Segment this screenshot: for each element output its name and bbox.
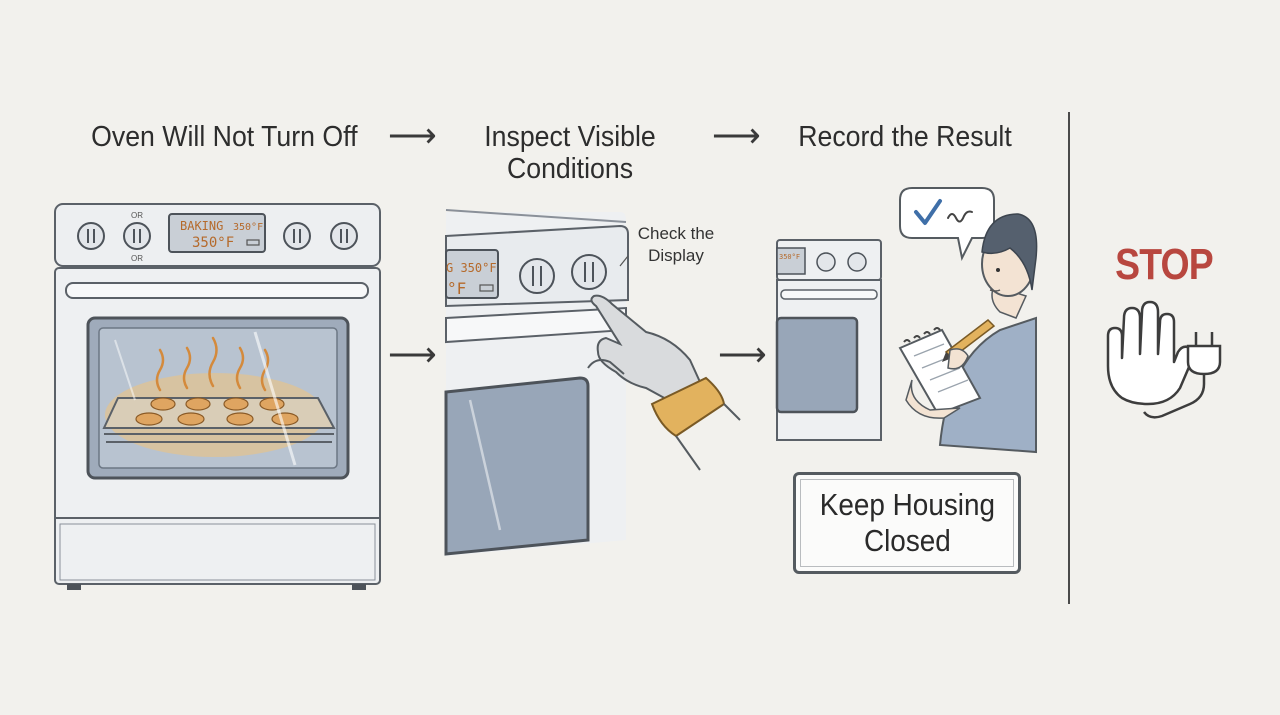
closeup-display-line1: G 350°F [446,261,497,275]
knob-label-top: OR [131,211,143,220]
knob-label-bottom: OR [131,254,143,263]
sign-line1: Keep Housing [819,487,995,522]
step-1-title: Oven Will Not Turn Off [91,121,358,153]
knob-icon [847,252,867,272]
oven-door-handle [65,282,369,299]
knob-icon [123,222,151,250]
callout-line2: Display [648,246,704,265]
knob-icon [816,252,836,272]
checkmark-icon [914,199,942,225]
section-divider [1068,112,1070,604]
knob-icon [519,258,555,294]
step-2-title-line1: Inspect Visible [484,121,656,153]
display-baking-temp: 350°F [233,222,263,233]
knob-icon [571,254,607,290]
knob-icon [77,222,105,250]
flow-arrow-3: ⟶ [388,336,437,374]
callout-line1: Check the [637,224,715,243]
closeup-knobs [519,254,607,294]
stop-label: STOP [1115,240,1214,289]
knob-icon [283,222,311,250]
closeup-display: G 350°F °F [445,249,499,299]
closeup-display-line2: °F [447,279,466,298]
heat-waves-icon [155,336,270,392]
knob-icon [330,222,358,250]
mini-oven-window [775,316,859,414]
stop-hand-icon [1106,300,1195,406]
flow-arrow-1: ⟶ [388,117,437,155]
step-3-title: Record the Result [798,121,1012,153]
mini-oven-display: 350°F [779,253,800,261]
display-baking-word: BAKING [180,219,223,233]
flow-arrow-2: ⟶ [712,117,761,155]
plug-icon [1143,332,1222,419]
cookies-icon [135,397,299,426]
oven-knobs [77,222,358,250]
oven-drawer [59,523,376,581]
step-2-title-line2: Conditions [506,153,634,185]
check-display-callout: Check the Display [628,223,724,267]
sign-line2: Closed [863,523,951,558]
closeup-oven-window [444,376,590,556]
flow-arrow-4: ⟶ [718,336,767,374]
notepad-icon [898,327,982,416]
oven-display: BAKING 350°F 350°F [168,213,266,253]
person-taking-notes [898,213,1038,454]
step-2-title: Inspect Visible Conditions [471,121,670,185]
gloved-hand-icon [587,294,741,471]
display-temperature: 350°F [192,235,234,251]
keep-housing-closed-sign: Keep Housing Closed [793,472,1021,574]
